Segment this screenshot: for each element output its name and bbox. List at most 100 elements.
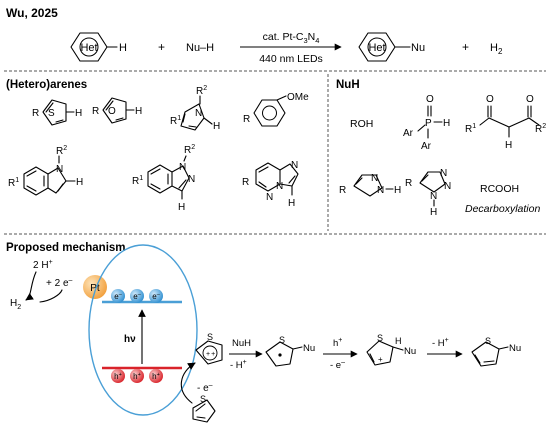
two-electrons-label: + 2 e–	[46, 277, 73, 289]
s-atom-radical: S	[207, 332, 213, 342]
rcooh-label: RCOOH	[480, 183, 519, 195]
thiophene-product: S Nu	[471, 336, 521, 367]
citation-label: Wu, 2025	[6, 6, 58, 20]
heteroarenes-title: (Hetero)arenes	[6, 79, 87, 91]
dicarbonyl: O O R1 R2 H	[465, 94, 546, 151]
s-atom-thiophene-bottom: S	[200, 394, 206, 404]
n-atom-4: N	[188, 174, 195, 185]
n-atom-tz3: N	[430, 191, 437, 202]
pyrrole-substrate: N R2 R1 H	[170, 85, 220, 132]
pyrazole: N N R H	[339, 173, 401, 197]
hole-3	[149, 369, 163, 383]
cationic-intermediate: S + H Nu	[366, 333, 416, 366]
electron-label-2: e–	[133, 292, 141, 301]
h-atom-intermediate: H	[395, 336, 402, 346]
r-label-tz: R	[405, 178, 412, 189]
o-atom-1: O	[486, 94, 494, 105]
n-atom-7: N	[291, 160, 298, 171]
light-condition: 440 nm LEDs	[259, 53, 323, 65]
r-label-pz: R	[339, 185, 346, 196]
hole-label-3: h+	[152, 372, 160, 381]
r1-label-nuh: R1	[465, 123, 476, 135]
radical-intermediate: S Nu	[265, 335, 315, 367]
n-atom-5: N	[266, 192, 273, 203]
nuh-reagent: Nu–H	[186, 42, 214, 54]
nu-label-product-mech: Nu	[509, 343, 521, 354]
hole-2	[130, 369, 144, 383]
imidazopyridazine-substrate: N N N R H	[242, 160, 299, 209]
n-atom-2: N	[56, 164, 63, 175]
o-atom-p: O	[426, 94, 434, 105]
roh-label: ROH	[350, 118, 373, 130]
cation-plus-mark: +	[378, 355, 383, 364]
hole-label-2: h+	[133, 372, 141, 381]
h2-label: H2	[490, 42, 503, 56]
thiophene-reactant: S	[192, 394, 216, 423]
s-atom-intermediate-2: S	[377, 333, 383, 343]
electron-group: e– e– e–	[111, 289, 163, 303]
r1-label-2: R1	[8, 177, 19, 189]
r-label-3: R	[243, 114, 250, 125]
h-label-6: H	[288, 198, 295, 209]
n-atom-tz2: N	[444, 181, 451, 192]
n-atom-6: N	[276, 181, 283, 192]
n-atom-pz1: N	[371, 173, 378, 184]
minus-h-label-2: - H+	[432, 337, 449, 349]
photocatalyst-particle	[88, 244, 198, 416]
hv-label: hν	[124, 334, 136, 345]
furan-substrate: O R H	[92, 97, 142, 124]
phosphine-oxide: O P H Ar Ar	[403, 94, 450, 152]
minus-h-label-1: - H+	[230, 359, 247, 371]
h-atom-dicarbonyl: H	[505, 140, 512, 151]
electron-1	[111, 289, 125, 303]
o-atom: O	[108, 106, 116, 117]
hole-arrow-label: h+	[333, 337, 342, 349]
plus-sign-2: +	[462, 40, 469, 54]
electron-2	[130, 289, 144, 303]
h-label-1: H	[75, 108, 82, 119]
n-atom-3: N	[179, 162, 186, 173]
radical-cation-mark: ++	[206, 351, 215, 358]
h-label: H	[119, 42, 127, 54]
radical-dot	[278, 353, 282, 357]
nu-label-product: Nu	[411, 42, 425, 54]
hole-label-1: h+	[114, 372, 122, 381]
catalyst-label: cat. Pt-C3N4	[263, 31, 320, 45]
reaction-equation: Het H + Nu–H cat. Pt-C3N4 440 nm LEDs He…	[70, 31, 503, 65]
mechanism-title: Proposed mechanism	[6, 242, 126, 254]
r-label-4: R	[242, 177, 249, 188]
decarboxylation-label: Decarboxylation	[465, 203, 540, 215]
s-atom-intermediate-1: S	[279, 335, 285, 345]
indole-substrate: N R2 R1 H	[8, 145, 83, 196]
h2-mech-label: H2	[10, 298, 21, 311]
n-atom-tz1: N	[440, 168, 447, 179]
plus-sign-1: +	[158, 40, 165, 54]
electron-label-3: e–	[152, 292, 160, 301]
pt-nanoparticle	[83, 275, 107, 299]
s-atom-product: S	[485, 336, 491, 346]
h-label-3: H	[213, 121, 220, 132]
het-h-reactant: Het H	[70, 32, 127, 62]
s-atom: S	[48, 108, 55, 119]
h-label-5: H	[178, 202, 185, 213]
anisole-substrate: OMe R	[243, 92, 309, 127]
het-label: Het	[80, 42, 97, 54]
radical-cation: S ++	[195, 332, 223, 365]
minus-e-label: - e–	[197, 382, 213, 394]
electron-3	[149, 289, 163, 303]
o-atom-2: O	[526, 94, 534, 105]
hole-group: h+ h+ h+	[111, 369, 163, 383]
ar-label-2: Ar	[421, 141, 432, 152]
ar-label-1: Ar	[403, 128, 414, 139]
thiophene-substrate: S R H	[32, 99, 82, 126]
nuh-arrow-label: NuH	[232, 338, 251, 349]
het-label-product: Het	[368, 42, 385, 54]
h-atom-p: H	[443, 118, 450, 129]
h2-evolution-arrow	[25, 271, 37, 301]
r-label-1: R	[32, 108, 39, 119]
h2-evolution-tail	[39, 289, 63, 303]
ome-label: OMe	[287, 92, 309, 103]
n-atom-pz2: N	[377, 185, 384, 196]
two-h-plus-label: 2 H+	[33, 259, 53, 271]
